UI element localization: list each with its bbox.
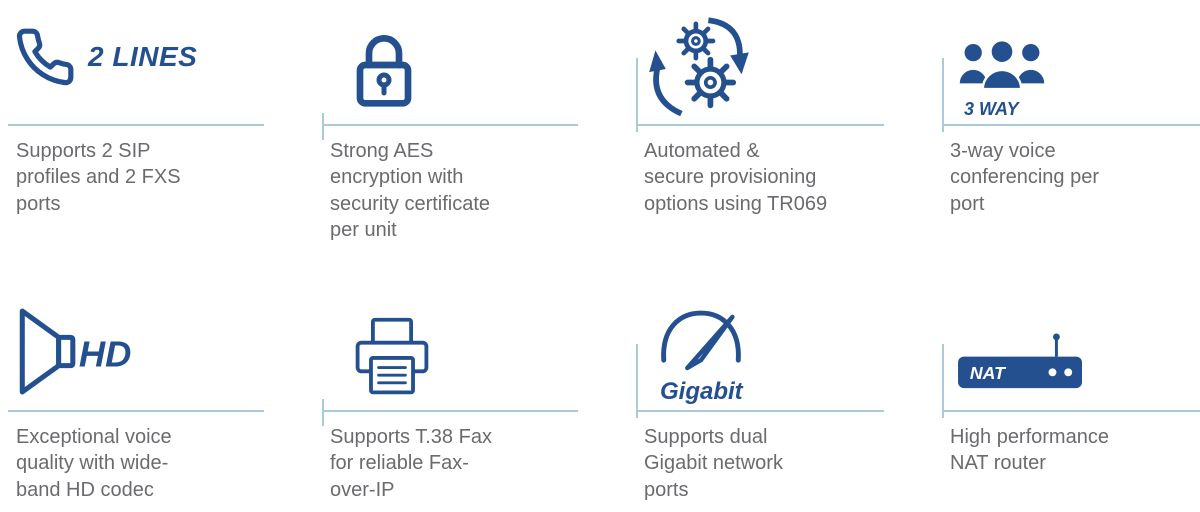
gears-sync-icon: [644, 16, 754, 120]
phone-icon: [14, 26, 76, 88]
feature-card-hd-voice: HD Exceptional voice quality with wide- …: [8, 290, 264, 503]
divider: [8, 410, 264, 412]
icon-area: 3 WAY: [942, 4, 1200, 124]
feature-text: Supports 2 SIP profiles and 2 FXS ports: [16, 140, 181, 215]
nat-label: NAT: [970, 363, 1007, 383]
icon-area: [322, 4, 578, 124]
fax-machine-icon: [348, 314, 436, 400]
feature-text: Automated & secure provisioning options …: [644, 140, 828, 215]
feature-label-gigabit: Gigabit: [660, 378, 743, 405]
divider: [636, 58, 884, 132]
speed-gauge-icon: [650, 309, 752, 372]
feature-label-3-way: 3 WAY: [964, 99, 1019, 119]
feature-text: Strong AES encryption with security cert…: [330, 140, 491, 242]
three-users-icon: [954, 38, 1050, 95]
icon-area: [636, 4, 884, 124]
feature-text: Supports T.38 Fax for reliable Fax- over…: [330, 426, 492, 501]
feature-card-encryption: Strong AES encryption with security cert…: [322, 4, 578, 290]
feature-card-gigabit: Gigabit Supports dual Gigabit network po…: [636, 290, 884, 503]
divider: [322, 113, 578, 140]
divider: [322, 399, 578, 426]
divider: [942, 58, 1200, 132]
feature-card-sip-lines: 2 LINES Supports 2 SIP profiles and 2 FX…: [8, 4, 264, 290]
feature-text: Supports dual Gigabit network ports: [644, 426, 783, 501]
divider: [8, 124, 264, 126]
feature-text: High performance NAT router: [950, 426, 1109, 475]
hd-label: HD: [79, 334, 132, 375]
divider: [636, 344, 884, 418]
feature-text: 3-way voice conferencing per port: [950, 140, 1099, 215]
icon-area: [322, 290, 578, 410]
icon-area: NAT: [942, 290, 1200, 410]
icon-area: Gigabit: [636, 290, 884, 410]
feature-label-2-lines: 2 LINES: [88, 41, 198, 72]
feature-card-conferencing: 3 WAY 3-way voice conferencing per port: [942, 4, 1200, 290]
feature-text: Exceptional voice quality with wide- ban…: [16, 426, 172, 501]
feature-card-fax: Supports T.38 Fax for reliable Fax- over…: [322, 290, 578, 503]
hd-speaker-icon: HD: [14, 305, 166, 398]
icon-area: HD: [8, 290, 264, 410]
icon-area: 2 LINES: [8, 4, 264, 124]
router-icon: NAT: [956, 331, 1086, 392]
lock-icon: [344, 24, 424, 116]
divider: [942, 344, 1200, 418]
feature-card-provisioning: Automated & secure provisioning options …: [636, 4, 884, 290]
feature-card-nat: NAT High performance NAT router: [942, 290, 1200, 503]
